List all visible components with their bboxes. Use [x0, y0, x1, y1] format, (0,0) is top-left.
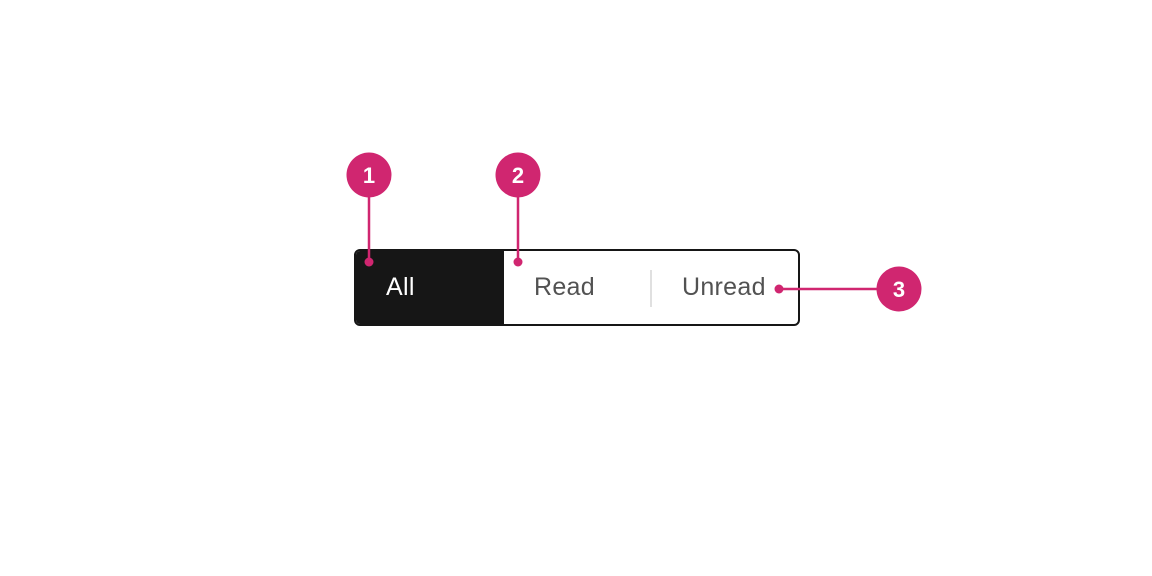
annotation-1-badge	[346, 152, 392, 198]
annotation-2-badge	[495, 152, 541, 198]
content-switcher: All Read Unread	[354, 249, 800, 326]
switcher-item-all-label: All	[386, 273, 415, 301]
switcher-item-all[interactable]: All	[356, 251, 504, 324]
annotation-2-number: 2	[512, 163, 524, 188]
annotation-3-number: 3	[893, 277, 905, 302]
switcher-item-unread-label: Unread	[682, 273, 766, 301]
switcher-item-read[interactable]: Read	[504, 251, 652, 324]
switcher-item-read-label: Read	[534, 273, 595, 301]
annotation-1-number: 1	[363, 163, 375, 188]
switcher-item-unread[interactable]: Unread	[652, 251, 798, 324]
annotation-3-badge	[876, 266, 922, 312]
switcher-divider	[650, 270, 652, 307]
